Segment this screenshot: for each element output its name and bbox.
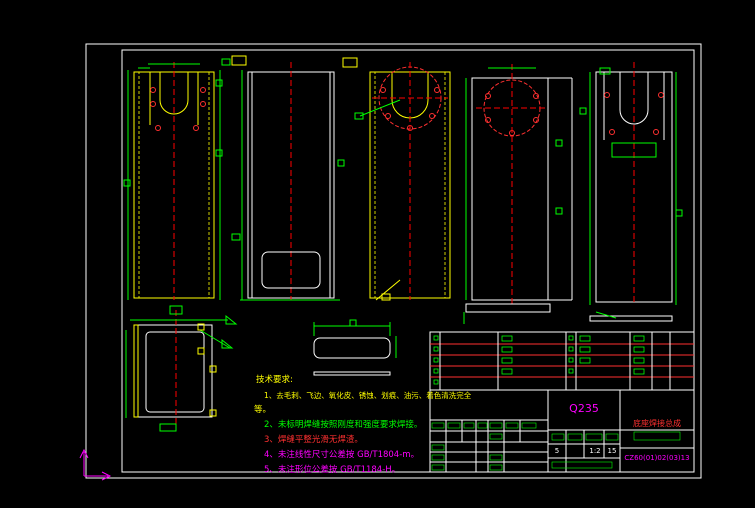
notes-heading: 技术要求: (256, 375, 293, 385)
view-right[interactable] (579, 62, 683, 322)
note-item-1-cont: 等。 (254, 405, 272, 415)
view-detail[interactable] (313, 319, 397, 376)
note-item-1: 1、去毛刺、飞边、氧化皮、锈蚀、划痕、油污、着色清洗完全 (264, 391, 472, 400)
view-plan[interactable] (125, 305, 238, 432)
parts-list[interactable] (429, 331, 695, 391)
note-item-2: 2、未标明焊缝按照刚度和强度要求焊接。 (264, 420, 423, 430)
view-side[interactable] (231, 62, 345, 301)
technical-requirements: 技术要求: 1、去毛刺、飞边、氧化皮、锈蚀、划痕、油污、着色清洗完全 等。 2、… (252, 373, 472, 478)
leader-lines (138, 67, 617, 324)
part-name-label: 底座焊接总成 (633, 419, 681, 428)
ucs-icon (79, 448, 112, 481)
view-end[interactable] (465, 64, 573, 313)
quantity-label: 5 (554, 447, 560, 455)
note-item-3: 3、焊缝平整光滑无焊渣。 (264, 435, 363, 445)
weight-label: 15 (607, 447, 617, 455)
title-block[interactable] (429, 389, 695, 473)
view-front[interactable] (123, 55, 247, 300)
view-section[interactable] (342, 57, 451, 301)
outer-frame (85, 43, 702, 479)
note-item-4: 4、未注线性尺寸公差按 GB/T1804-m。 (264, 450, 420, 460)
material-label: Q235 (569, 402, 599, 415)
note-item-5: 5、未注形位公差按 GB/T1184-H。 (264, 465, 401, 475)
drawing-number-label: CZ60(01)02(03)13 (624, 454, 690, 462)
inner-frame (121, 49, 695, 473)
scale-label: 1:2 (589, 447, 601, 455)
